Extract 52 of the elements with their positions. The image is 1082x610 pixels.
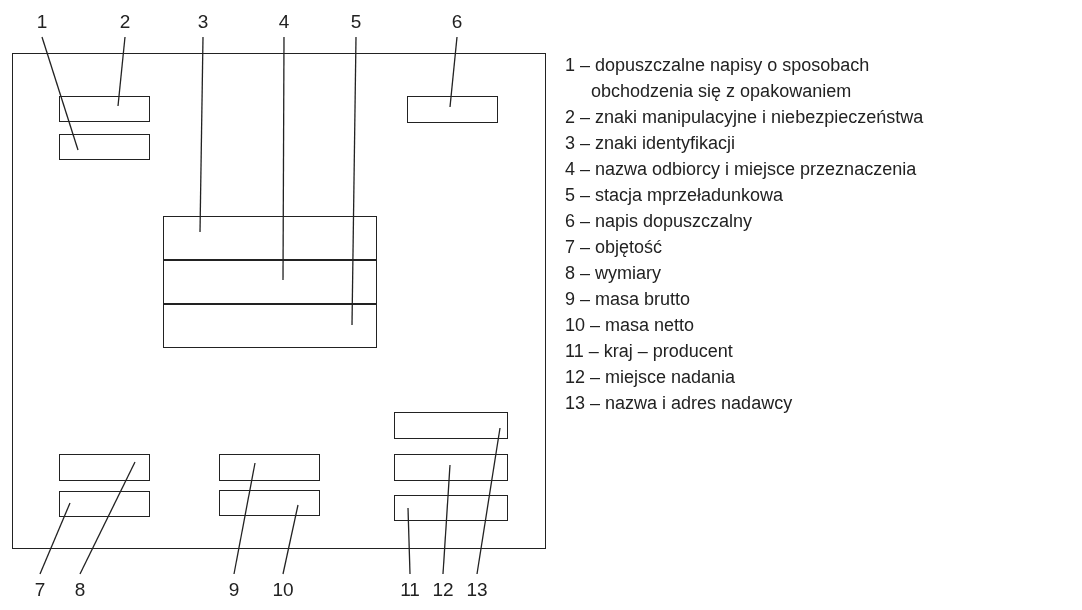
callout-number: 13 bbox=[462, 578, 492, 602]
marking-field bbox=[394, 454, 508, 481]
callout-number: 10 bbox=[268, 578, 298, 602]
marking-field bbox=[59, 454, 150, 481]
legend-note: 8 – wymiary bbox=[565, 262, 662, 285]
callout-number: 8 bbox=[68, 578, 92, 602]
callout-number: 5 bbox=[344, 10, 368, 34]
marking-field bbox=[59, 491, 150, 517]
leader-line bbox=[282, 36, 285, 281]
marking-field bbox=[163, 304, 377, 348]
callout-number: 2 bbox=[113, 10, 137, 34]
legend-note: 13 – nazwa i adres nadawcy bbox=[565, 392, 793, 415]
leader-line bbox=[407, 507, 411, 575]
marking-field bbox=[163, 216, 377, 260]
leader-line bbox=[442, 464, 451, 575]
legend-note: 2 – znaki manipulacyjne i niebezpieczeństwa bbox=[565, 106, 924, 129]
leader-line bbox=[233, 462, 256, 575]
leader-line bbox=[41, 36, 79, 151]
marking-field bbox=[163, 260, 377, 304]
marking-field bbox=[59, 96, 150, 122]
marking-field bbox=[394, 412, 508, 439]
leader-line bbox=[351, 36, 357, 326]
leader-line bbox=[39, 502, 71, 575]
legend-note: 9 – masa brutto bbox=[565, 288, 691, 311]
callout-number: 12 bbox=[428, 578, 458, 602]
callout-number: 9 bbox=[222, 578, 246, 602]
legend-note: 12 – miejsce nadania bbox=[565, 366, 736, 389]
marking-field bbox=[394, 495, 508, 521]
callout-number: 11 bbox=[395, 578, 425, 602]
legend-note: 11 – kraj – producent bbox=[565, 340, 733, 363]
legend-note: 10 – masa netto bbox=[565, 314, 695, 337]
legend-note: 5 – stacja mprzeładunkowa bbox=[565, 184, 784, 207]
leader-line bbox=[199, 36, 204, 233]
marking-field bbox=[407, 96, 498, 123]
leader-line bbox=[117, 36, 126, 107]
callout-number: 6 bbox=[445, 10, 469, 34]
legend-note: 7 – objętość bbox=[565, 236, 663, 259]
callout-number: 7 bbox=[28, 578, 52, 602]
package-outline bbox=[12, 53, 546, 549]
legend-note: 1 – dopuszczalne napisy o sposobach obchodzenia się z opakowaniem bbox=[565, 54, 871, 103]
marking-field bbox=[219, 490, 320, 516]
legend-note: 4 – nazwa odbiorcy i miejsce przeznaczenia bbox=[565, 158, 917, 181]
legend-note: 6 – napis dopuszczalny bbox=[565, 210, 753, 233]
marking-field bbox=[59, 134, 150, 160]
callout-number: 4 bbox=[272, 10, 296, 34]
leader-line bbox=[449, 36, 458, 108]
leader-line bbox=[282, 504, 299, 575]
callout-number: 1 bbox=[30, 10, 54, 34]
leader-line bbox=[79, 461, 136, 575]
marking-field bbox=[219, 454, 320, 481]
legend-note: 3 – znaki identyfikacji bbox=[565, 132, 736, 155]
callout-number: 3 bbox=[191, 10, 215, 34]
